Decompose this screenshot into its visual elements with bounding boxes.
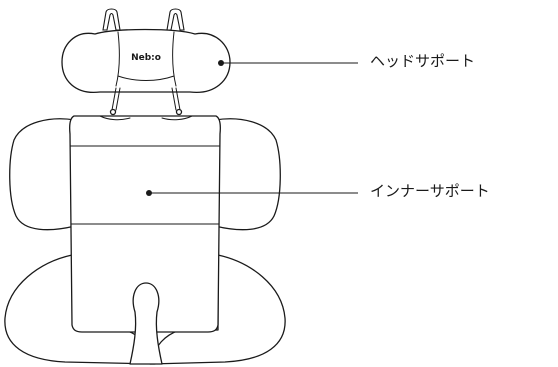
left-top-strap bbox=[102, 8, 121, 31]
bottom-right-pad bbox=[149, 254, 286, 365]
right-strap-snap bbox=[175, 108, 183, 116]
shoulder-shadow bbox=[99, 115, 193, 121]
left-strap-snap bbox=[109, 108, 117, 116]
head-support-center-panel bbox=[115, 31, 177, 87]
crotch-strap bbox=[129, 282, 163, 365]
inner-support-label: インナーサポート bbox=[370, 182, 490, 200]
right-side-wing bbox=[214, 118, 281, 231]
head-support-pillow bbox=[61, 28, 231, 94]
left-side-wing bbox=[9, 118, 76, 231]
head-support-label: ヘッドサポート bbox=[370, 52, 476, 70]
brand-logo: Neb:o bbox=[131, 53, 161, 63]
left-connector-strap bbox=[111, 87, 121, 111]
right-top-strap bbox=[166, 8, 185, 31]
right-connector-strap bbox=[171, 87, 181, 111]
